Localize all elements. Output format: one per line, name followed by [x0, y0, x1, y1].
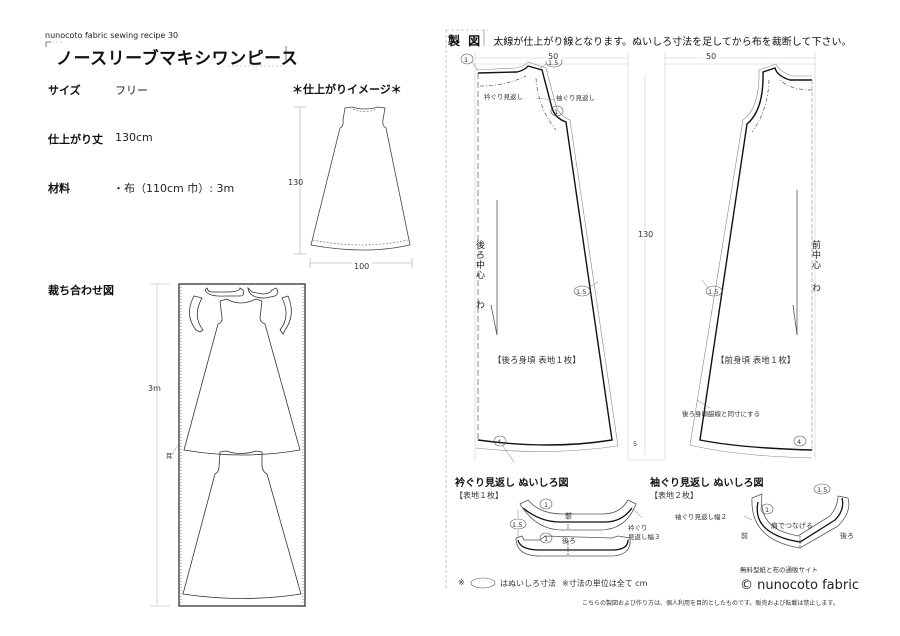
pattern-section-title: 製 図 — [448, 34, 483, 48]
seam-allowance-label: 4 — [797, 438, 802, 446]
front-width-label: 50 — [703, 52, 720, 61]
back-center-label: 後ろ中心 — [474, 240, 484, 280]
arm-facing-width-note: 袖ぐり見返し幅２ — [675, 513, 727, 521]
spec-size-label: サイズ — [48, 84, 81, 97]
seam-allowance-label: 1 — [554, 108, 559, 116]
seam-allowance-label: 4 — [497, 438, 502, 446]
pattern-header: 製 図 太線が仕上がり線となります。ぬいしろ寸法を足してから布を裁断して下さい。 — [448, 32, 851, 49]
arm-facing-back-label: 後ろ — [840, 532, 854, 540]
page-title: ノースリーブマキシワンピース — [56, 49, 299, 69]
arm-facing-line-label: 袖ぐり見返し — [556, 94, 595, 102]
seam-allowance-label: 1 — [544, 535, 549, 543]
seam-allowance-label: 1 — [544, 501, 549, 509]
seam-allowance-label: 1.5 — [548, 59, 559, 67]
legend-text: はぬいしろ寸法 — [500, 579, 556, 588]
unit-note: ※寸法の単位は全て cm — [562, 579, 648, 588]
arm-facing-title: 袖ぐり見返し ぬいしろ図 — [650, 478, 764, 489]
seam-allowance-label: 1.5 — [708, 288, 719, 296]
cutting-layout-title: 裁ち合わせ図 — [48, 284, 114, 297]
seam-allowance-label: 1 — [765, 506, 770, 514]
neck-facing-width-note-2: 見返し幅３ — [628, 533, 661, 541]
neck-facing-front-label: 前 — [565, 512, 572, 520]
site-tagline: 無料型紙と布の通販サイト — [740, 566, 818, 574]
finished-height-label: 130 — [288, 178, 304, 187]
back-piece-label: 【後ろ身頃 表地１枚】 — [493, 356, 581, 366]
legend-prefix: ※ — [458, 578, 465, 587]
pattern-instruction: 太線が仕上がり線となります。ぬいしろ寸法を足してから布を裁断して下さい。 — [493, 37, 852, 48]
finished-image-title: ＊仕上がりイメージ＊ — [292, 83, 402, 96]
neck-facing-line-label: 衿ぐり見返し — [484, 93, 523, 101]
front-side-note: 後ろ身頃脇線と同寸にする — [682, 410, 761, 418]
spec-length-value: 130cm — [115, 131, 153, 144]
front-center-label: 前中心 — [810, 240, 820, 270]
usage-notice: こちらの製図および作り方は、個人利用を目的としたものです。販売および転載は禁止し… — [582, 600, 839, 607]
spec-material-value: ・布（110cm 巾）: 3m — [113, 182, 235, 195]
spec-material-label: 材料 — [48, 182, 70, 195]
cutting-length-label: 3m — [148, 384, 161, 393]
arm-facing-front-label: 前 — [741, 532, 748, 540]
seam-allowance-label: 1 — [464, 56, 469, 64]
hem-extra-label: 5 — [633, 440, 638, 448]
spec-size-value: フリー — [115, 84, 148, 97]
neck-facing-back-label: 後ろ — [562, 537, 576, 545]
front-piece-label: 【前身頃 表地１枚】 — [716, 356, 796, 366]
neck-facing-count: 【表地１枚】 — [455, 491, 503, 500]
neck-facing-title: 衿ぐり見返し ぬいしろ図 — [455, 478, 569, 489]
front-fold-label: わ — [810, 283, 820, 293]
seam-allowance-label: 1.5 — [512, 521, 523, 529]
seam-allowance-label: 1.5 — [817, 486, 828, 494]
seam-allowance-label: 1.5 — [576, 288, 587, 296]
copyright: © nunocoto fabric — [740, 578, 859, 593]
arm-facing-join-note: 肩でつなげる — [771, 522, 813, 530]
selvedge-label: 耳 — [166, 452, 173, 460]
neck-facing-width-note-1: 衿ぐり — [628, 524, 648, 532]
arm-facing-count: 【表地２枚】 — [650, 491, 698, 500]
spec-length-label: 仕上がり丈 — [48, 133, 103, 146]
finished-width-label: 100 — [354, 262, 370, 271]
pattern-length-label: 130 — [638, 230, 654, 239]
back-width-label: 50 — [545, 52, 562, 61]
recipe-label: nunocoto fabric sewing recipe 30 — [45, 31, 179, 40]
back-fold-label: わ — [474, 300, 484, 310]
